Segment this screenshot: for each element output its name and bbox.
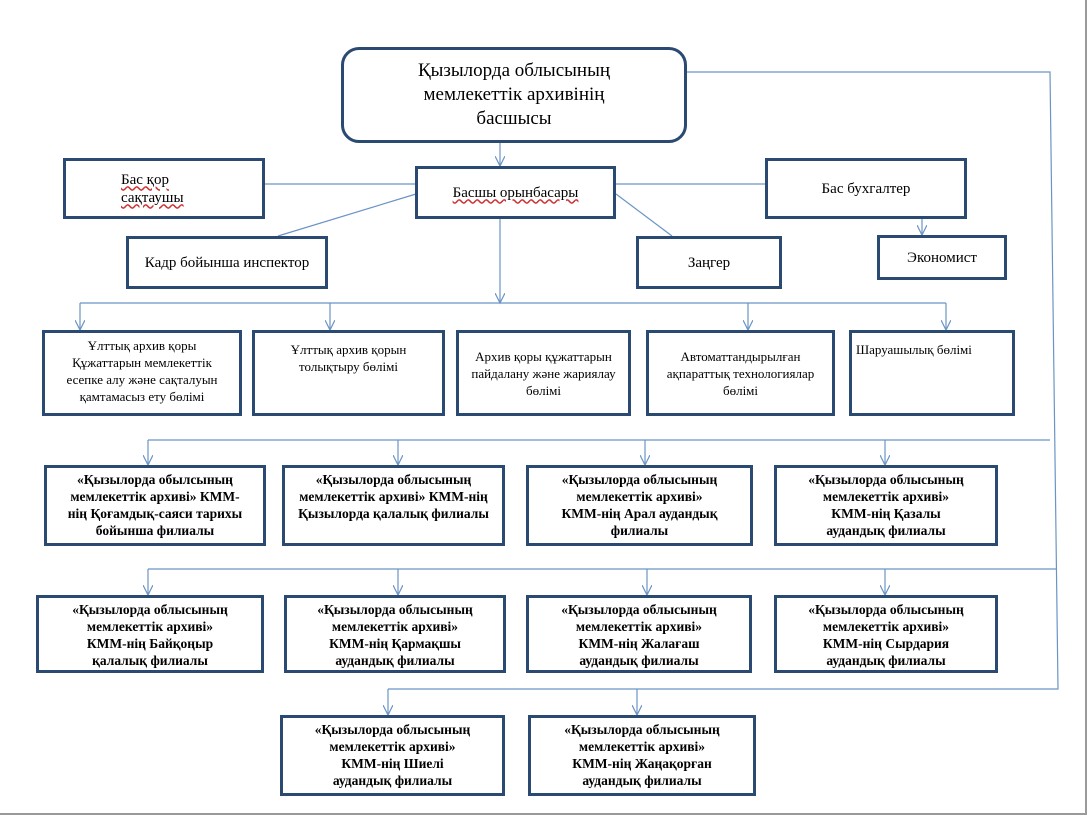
box-text-line: Құжаттарын мемлекеттік [72,355,212,370]
box-text-line: мемлекеттік архиві» [329,739,456,754]
box-text-line: КММ-нің Арал аудандық [561,506,718,521]
connector-head-branches [388,71,1059,690]
box-text-line: Ұлттық архив қорын [290,342,407,357]
box-text-line: «Қызылорда облысының [314,722,471,737]
branch-box-2-3: «Қызылорда облысының мемлекеттік архиві» К… [526,595,752,673]
branch-box-3-2: «Қызылорда облысының мемлекеттік архиві» К… [528,715,756,796]
box-text-line: мемлекеттік архиві» [578,739,706,754]
branch-box-2-4: «Қызылорда облысының мемлекеттік архиві» К… [774,595,998,673]
economist-box: Экономист [877,235,1007,280]
box-text-line: мемлекеттік архиві» [822,619,950,634]
box-text-line: бөлімі [525,382,562,398]
dept-box-2: Ұлттық архив қорын толықтыру бөлімі [252,330,445,416]
lawyer-box: Заңгер [636,236,782,289]
head-box: Қызылорда облысының мемлекеттік архивінің… [341,47,687,143]
box-text-line: «Қызылорда обылсының [77,472,233,487]
box-text-line: мемлекеттік архиві» [576,489,703,504]
box-text-line: «Қызылорда облысының [808,472,964,487]
deputy-box: Басшы орынбасары [415,166,616,219]
hr-inspector-box: Кадр бойынша инспектор [126,236,328,289]
box-text-line: мемлекеттік архиві» КММ- [70,489,240,504]
connector-deputy-lawyer [615,193,673,237]
box-text-line: нің Қоғамдық-саяси тарихы [67,506,243,521]
branch-box-1-3: «Қызылорда облысының мемлекеттік архиві» К… [526,465,753,546]
box-text-line: аудандық филиалы [579,653,699,668]
box-text-line: Шаруашылық бөлімі [856,342,972,357]
box-text-line: басшысы [476,108,552,129]
box-text-line: пайдалану және жариялау [471,365,616,381]
box-text-line: мемлекеттік архиві» КММ-нің [299,489,488,504]
box-text-line: есепке алу және сақталуын [66,372,218,387]
box-text-line: «Қызылорда облысының [808,602,964,617]
box-text-line: «Қызылорда облысының [561,472,718,487]
box-text-line: КММ-нің Қармақшы [329,636,461,651]
box-text-line: мемлекеттік архивінің [423,84,605,105]
box-text-line: Архив қоры құжаттарын [475,348,612,364]
box-text-line: «Қызылорда облысының [72,602,228,617]
box-text-line: аудандық филиалы [582,773,702,788]
branch-box-2-1: «Қызылорда облысының мемлекеттік архиві» К… [36,595,264,673]
branch-box-1-4: «Қызылорда облысының мемлекеттік архиві» К… [774,465,998,546]
box-text-line: қамтамасыз ету бөлімі [79,389,205,404]
box-text-line: КММ-нің Жаңақорған [572,756,712,771]
box-text-line: мемлекеттік архиві» [86,619,214,634]
box-text-line: Бас бухгалтер [821,180,911,197]
box-text-line: Заңгер [687,254,731,271]
box-text-line: аудандық филиалы [332,773,453,788]
box-text-line: КММ-нің Сырдария [822,636,950,651]
box-text-line: бойынша филиалы [95,523,215,538]
box-text-line: Ұлттық архив қоры [87,338,197,353]
box-text-line: КММ-нің Байқоңыр [86,636,214,651]
box-text-line: мемлекеттік архиві» [822,489,950,504]
box-text-line: «Қызылорда облысының [317,602,473,617]
branch-box-1-1: «Қызылорда обылсының мемлекеттік архиві» … [44,465,266,546]
box-text-line: Қызылорда облысының [417,60,611,81]
box-text-line: КММ-нің Жалағаш [578,636,700,651]
box-text-line: аудандық филиалы [826,653,946,668]
box-text-line: филиалы [610,523,669,538]
box-text-line: Автоматтандырылған [680,348,801,364]
dept-box-5: Шаруашылық бөлімі [849,330,1015,416]
box-text-line: ақпараттық технологиялар [666,365,815,381]
box-text-line: сақтаушы [121,189,184,206]
box-text-line: Экономист [907,249,977,266]
box-text-line: Қызылорда қалалық филиалы [298,506,489,521]
chief-accountant-box: Бас бухгалтер [765,158,967,219]
box-text-line: «Қызылорда облысының [561,602,717,617]
connector-deputy-hr [277,193,417,237]
box-text-line: КММ-нің Шиелі [341,756,444,771]
box-text-line: Кадр бойынша инспектор [144,254,310,271]
box-text-line: КММ-нің Қазалы [831,506,941,521]
box-text-line: «Қызылорда облысының [564,722,720,737]
box-text-line: мемлекеттік архиві» [575,619,703,634]
branch-box-3-1: «Қызылорда облысының мемлекеттік архиві» К… [280,715,505,796]
box-text-line: аудандық филиалы [335,653,455,668]
branch-box-2-2: «Қызылорда облысының мемлекеттік архиві» К… [284,595,506,673]
box-text-line: бөлімі [722,382,759,398]
branch-box-1-2: «Қызылорда облысының мемлекеттік архиві» … [282,465,505,546]
box-text-line: мемлекеттік архиві» [331,619,459,634]
box-text-line: қалалық филиалы [92,653,208,668]
box-text-line: Басшы орынбасары [452,184,579,201]
box-text-line: аудандық филиалы [826,523,946,538]
box-text-line: «Қызылорда облысының [315,472,472,487]
box-text-line: толықтыру бөлімі [299,359,398,374]
box-text-line: Бас қор [121,171,169,188]
